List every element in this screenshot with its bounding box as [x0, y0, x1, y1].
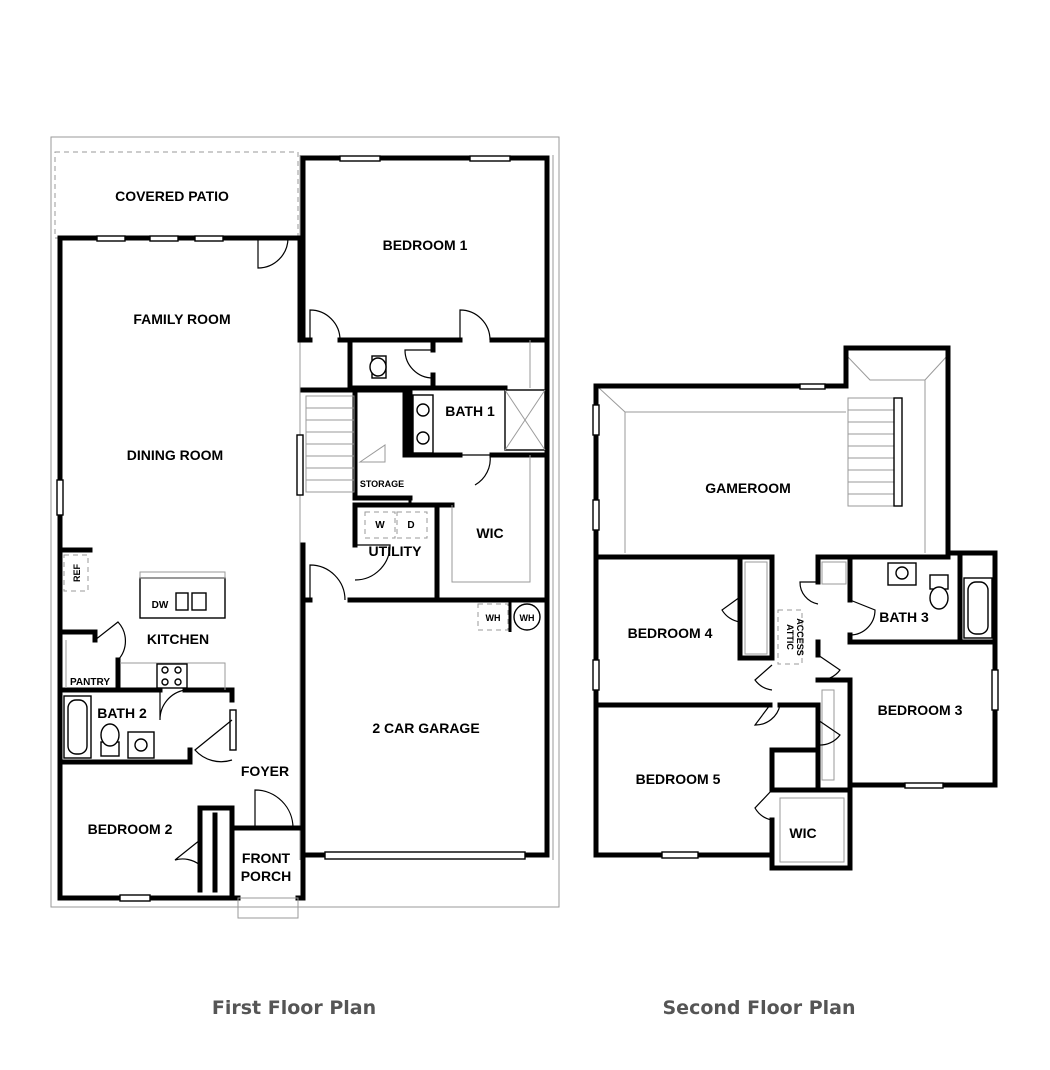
bedroom-2-label: BEDROOM 2	[88, 821, 173, 837]
covered-patio-label: COVERED PATIO	[115, 188, 229, 204]
bath-3-label: BATH 3	[879, 609, 929, 625]
second-floor-stairs	[847, 397, 903, 507]
bedroom-5-label: BEDROOM 5	[636, 771, 721, 787]
second-floor-fixtures	[744, 561, 993, 863]
first-floor-plan: COVERED PATIO BEDROOM 1 FAMILY ROOM DINI…	[50, 136, 560, 1019]
bath-2-label: BATH 2	[97, 705, 147, 721]
garage-label: 2 CAR GARAGE	[372, 720, 479, 736]
second-floor-roof-lines	[598, 354, 949, 553]
dining-room-label: DINING ROOM	[127, 447, 223, 463]
first-floor-interior-walls	[57, 337, 550, 893]
water-heater-1-label: WH	[486, 613, 501, 623]
washer-label: W	[375, 520, 385, 531]
dryer-label: D	[407, 520, 414, 531]
attic-access-label-line2: ACCESS	[795, 618, 805, 656]
first-floor-labels: COVERED PATIO BEDROOM 1 FAMILY ROOM DINI…	[70, 188, 535, 884]
first-floor-exterior-walls	[57, 155, 550, 901]
front-porch-label-line1: FRONT	[242, 850, 291, 866]
water-heater-2-label: WH	[520, 613, 535, 623]
dishwasher-label: DW	[152, 600, 169, 611]
bedroom-3-label: BEDROOM 3	[878, 702, 963, 718]
second-floor-windows	[592, 383, 999, 859]
second-floor-door-swings	[721, 581, 876, 821]
second-floor-labels: GAMEROOM BEDROOM 4 ATTIC ACCESS BATH 3 B…	[628, 480, 963, 841]
kitchen-label: KITCHEN	[147, 631, 209, 647]
second-floor-interior-walls	[593, 554, 998, 858]
first-floor-stairs	[305, 395, 386, 493]
bedroom-4-label: BEDROOM 4	[628, 625, 713, 641]
wic-label: WIC	[476, 525, 503, 541]
foyer-label: FOYER	[241, 763, 289, 779]
first-floor-door-swings	[94, 237, 491, 866]
pantry-label: PANTRY	[70, 677, 110, 688]
first-floor-fixtures	[63, 340, 546, 919]
storage-label: STORAGE	[360, 479, 404, 489]
front-porch-label-line2: PORCH	[241, 868, 292, 884]
bedroom-1-label: BEDROOM 1	[383, 237, 468, 253]
family-room-label: FAMILY ROOM	[133, 311, 230, 327]
refrigerator-label: REF	[72, 563, 82, 582]
first-floor-caption: First Floor Plan	[212, 997, 376, 1019]
first-floor-windows	[56, 155, 526, 902]
attic-access-label-line1: ATTIC	[785, 624, 795, 650]
second-floor-caption: Second Floor Plan	[663, 997, 856, 1019]
gameroom-label: GAMEROOM	[705, 480, 791, 496]
second-floor-plan: GAMEROOM BEDROOM 4 ATTIC ACCESS BATH 3 B…	[592, 345, 999, 1019]
second-wic-label: WIC	[789, 825, 816, 841]
utility-label: UTILITY	[369, 543, 423, 559]
bath-1-label: BATH 1	[445, 403, 495, 419]
